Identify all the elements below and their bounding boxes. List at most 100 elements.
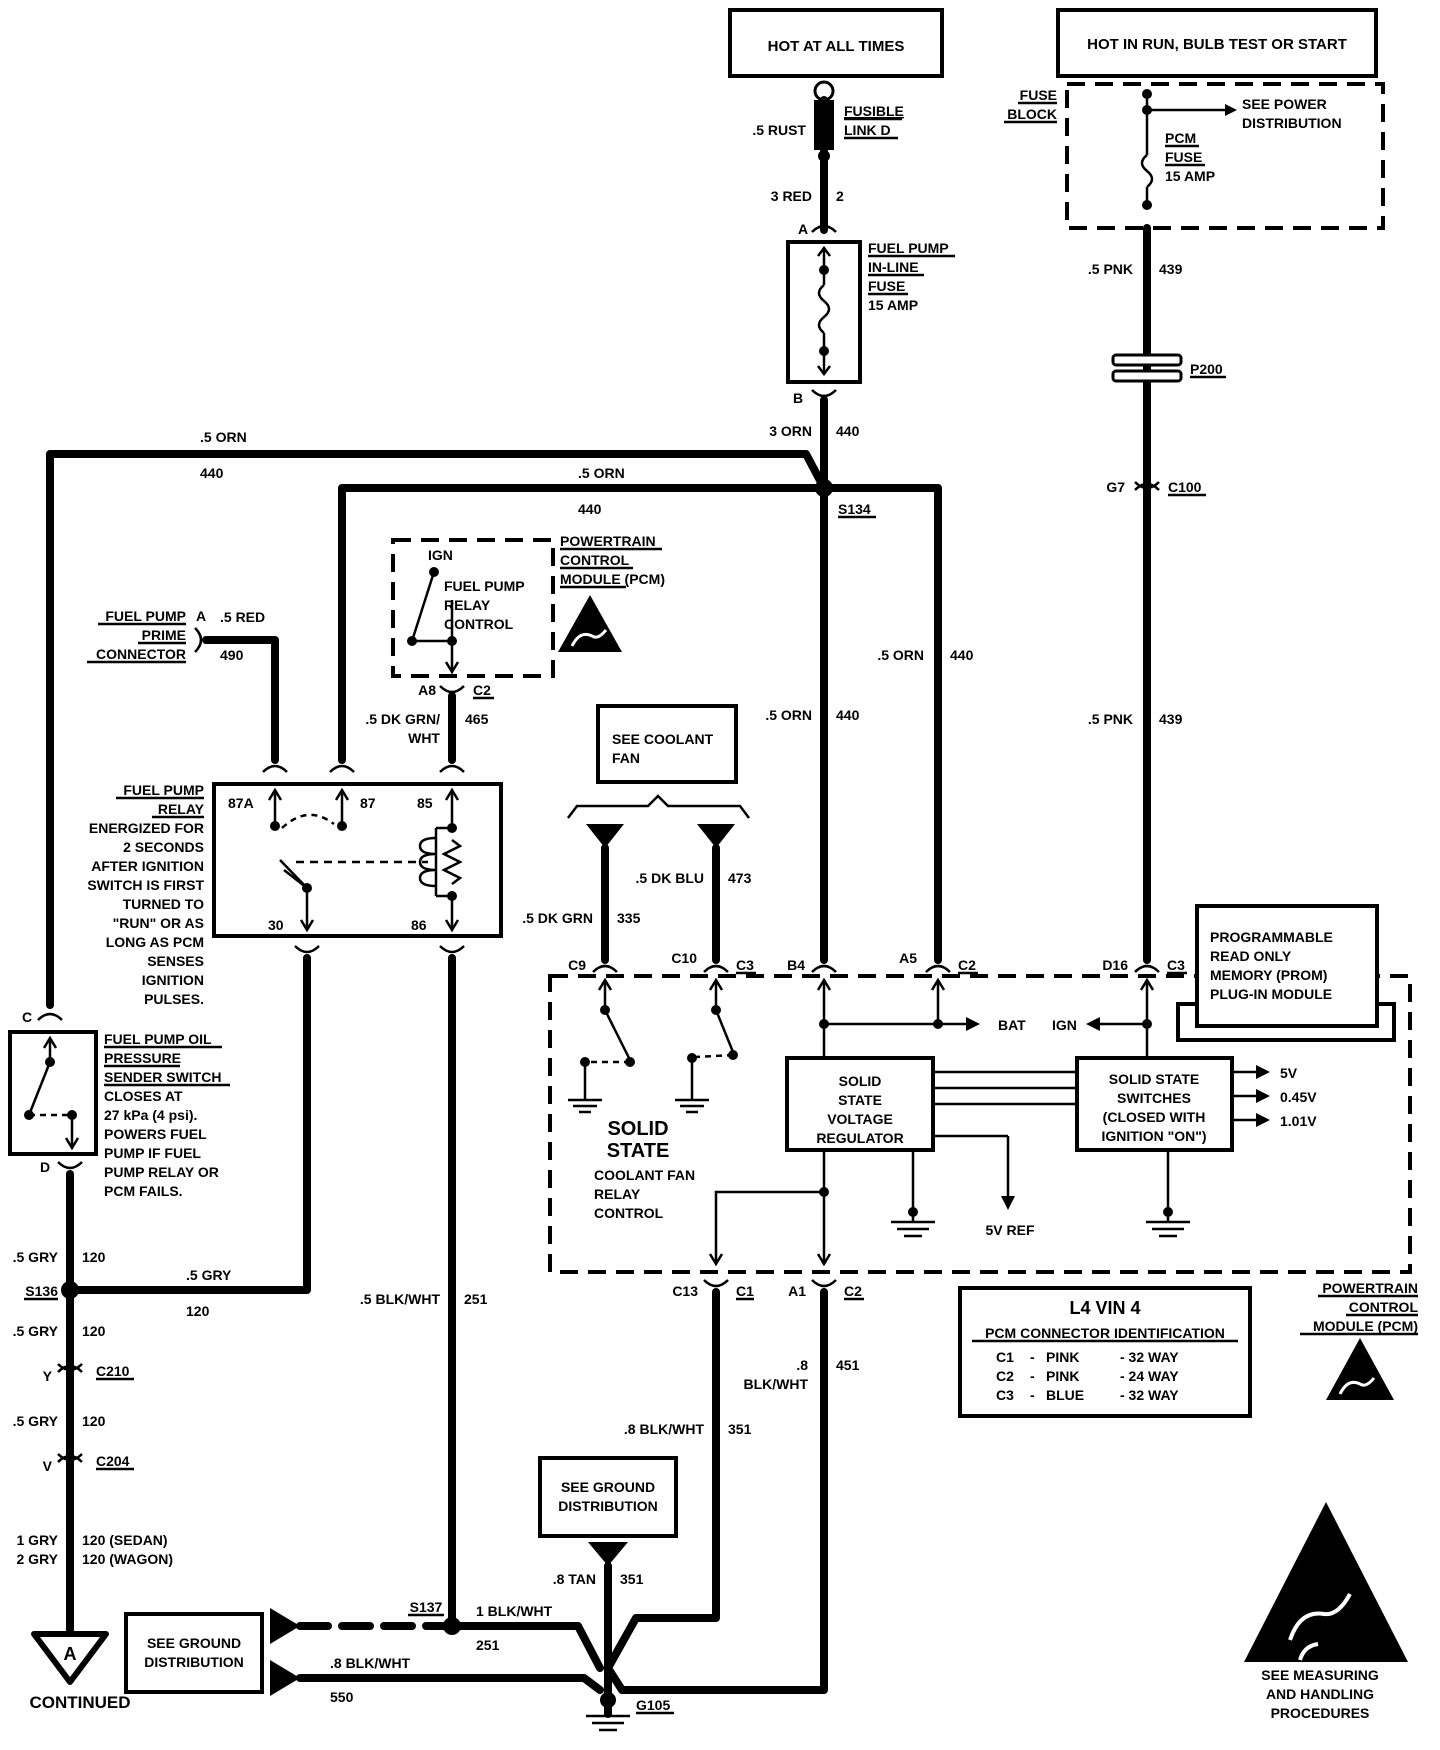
pcm-conn-a5 — [925, 964, 951, 973]
pin-c13-c1: C1 — [736, 1283, 754, 1299]
see-power-dist-1: SEE POWER — [1242, 96, 1327, 112]
fusible-link-dot — [818, 150, 830, 162]
out-101v-label: 1.01V — [1280, 1113, 1317, 1129]
circuit-473: 473 — [728, 870, 752, 886]
pin-a5: A5 — [899, 950, 917, 966]
cid-r0-c1: - — [1030, 1349, 1035, 1365]
pcm-conn-c10 — [703, 964, 729, 973]
wire-blkwht1: 1 BLK/WHT — [476, 1603, 553, 1619]
wire-blkwht8c: .8 BLK/WHT — [624, 1421, 705, 1437]
relay-coil — [418, 836, 437, 888]
inline-fuse-conn-b — [811, 389, 837, 398]
coolant-relay-internals — [568, 977, 738, 1114]
pcm-out-arrow — [444, 661, 460, 675]
cid-r0-c2: PINK — [1046, 1349, 1079, 1365]
pcm-ground-switches — [1146, 1150, 1190, 1238]
see-ground-center-1: SEE GROUND — [561, 1479, 655, 1495]
circuit-440-b: 440 — [200, 465, 224, 481]
a1-arrow — [816, 1253, 832, 1267]
prom-2: READ ONLY — [1210, 948, 1292, 964]
switches-1: SOLID STATE — [1109, 1071, 1199, 1087]
pin-a8-c2: C2 — [473, 682, 491, 698]
wire-gry5-b: .5 GRY — [186, 1267, 232, 1283]
ground-tri-left-1 — [270, 1608, 300, 1644]
power-dist-arrowhead — [1225, 104, 1237, 116]
pcm-ign-label: IGN — [428, 547, 453, 563]
inline-fuse-label-3: FUSE — [868, 278, 905, 294]
wire-wagon: 120 (WAGON) — [82, 1551, 173, 1567]
relay-desc-4: TURNED TO — [123, 896, 205, 912]
bat-arrowhead — [966, 1017, 980, 1031]
oil-switch-box — [8, 1030, 98, 1156]
see-power-dist-2: DISTRIBUTION — [1242, 115, 1342, 131]
relay-conn-30 — [294, 945, 320, 954]
oil-switch-arrow-bot — [64, 1137, 80, 1151]
ref-label: 5V REF — [985, 1222, 1034, 1238]
relay-label-1: FUEL PUMP — [123, 782, 204, 798]
ref-arrow — [1001, 1196, 1015, 1210]
wire-blkwht8d: .8 BLK/WHT — [330, 1655, 411, 1671]
wire-sedan: 120 (SEDAN) — [82, 1532, 168, 1548]
wire-440-to-oil-switch — [46, 450, 828, 1009]
cid-r0-c3: - 32 WAY — [1120, 1349, 1179, 1365]
hot-in-run-box — [1056, 8, 1378, 78]
connector-id-title: L4 VIN 4 — [1069, 1298, 1140, 1318]
circuit-550: 550 — [330, 1689, 354, 1705]
circuit-465: 465 — [465, 711, 489, 727]
wire-gry1: 1 GRY — [17, 1532, 59, 1548]
oil-switch-conn-d — [57, 1161, 83, 1170]
circuit-120-b: 120 — [186, 1303, 210, 1319]
pcm-conn-c13 — [703, 1279, 729, 1288]
splice-s134-label: S134 — [838, 501, 871, 517]
ign-arrowhead — [1086, 1017, 1100, 1031]
prime-connector — [194, 627, 203, 653]
connector-c204-b — [57, 1453, 83, 1462]
regulator-1: SOLID — [839, 1073, 882, 1089]
circuit-439-a: 439 — [1159, 261, 1183, 277]
relay-coil-dot-2 — [447, 891, 457, 901]
oil-switch-tc: C — [22, 1009, 32, 1025]
inline-fuse-label-1: FUEL PUMP — [868, 240, 949, 256]
relay-label-2: RELAY — [158, 801, 205, 817]
relay-t85: 85 — [417, 795, 433, 811]
cid-r1-c2: PINK — [1046, 1368, 1079, 1384]
inline-fuse-conn-a — [811, 224, 837, 233]
prom-box-front — [1195, 904, 1379, 1028]
wire-dkgrnwht-1: .5 DK GRN/ — [365, 711, 440, 727]
wire-blkwht8b: BLK/WHT — [743, 1376, 808, 1392]
inline-fuse-element — [817, 284, 831, 334]
relay-desc-8: IGNITION — [142, 972, 204, 988]
relay-t30: 30 — [268, 917, 284, 933]
cid-r0-c0: C1 — [996, 1349, 1014, 1365]
relay-87-dot — [337, 821, 347, 831]
oil-switch-label-2: PRESSURE — [104, 1050, 181, 1066]
pin-a1: A1 — [788, 1283, 806, 1299]
wire-orn5-d: .5 ORN — [765, 707, 812, 723]
coolant-relay-ctrl-3: CONTROL — [594, 1205, 664, 1221]
oil-switch-label-3: SENDER SWITCH — [104, 1069, 221, 1085]
pin-c9: C9 — [568, 957, 586, 973]
coolant-tri-1 — [586, 824, 624, 848]
ground-tri-center — [588, 1542, 628, 1566]
inline-fuse-arrow-bottom — [817, 365, 831, 377]
coolant-tri-2 — [697, 824, 735, 848]
prom-3: MEMORY (PROM) — [1210, 967, 1327, 983]
reg-to-c13 — [714, 1190, 824, 1264]
see-ground-dist-box-left — [124, 1612, 264, 1694]
see-ground-dist-box-center — [538, 1456, 678, 1538]
pcm-ground-regulator — [891, 1150, 935, 1238]
connector-c204 — [57, 1454, 83, 1463]
wire-orn5-b: .5 ORN — [578, 465, 625, 481]
see-coolant-2: FAN — [612, 750, 640, 766]
relay-resistor — [441, 839, 463, 885]
ground-tri-left-2 — [270, 1660, 300, 1696]
connector-c210-b — [57, 1363, 83, 1372]
ign-dot — [1142, 1019, 1152, 1029]
esd-icon-pcm — [1326, 1338, 1394, 1400]
wire-dkgrn: .5 DK GRN — [522, 910, 593, 926]
circuit-351-a: 351 — [728, 1421, 752, 1437]
wire-pnk5-a: .5 PNK — [1088, 261, 1133, 277]
pin-b4: B4 — [787, 957, 805, 973]
pin-g7: G7 — [1106, 479, 1125, 495]
see-ground-left-1: SEE GROUND — [147, 1635, 241, 1651]
